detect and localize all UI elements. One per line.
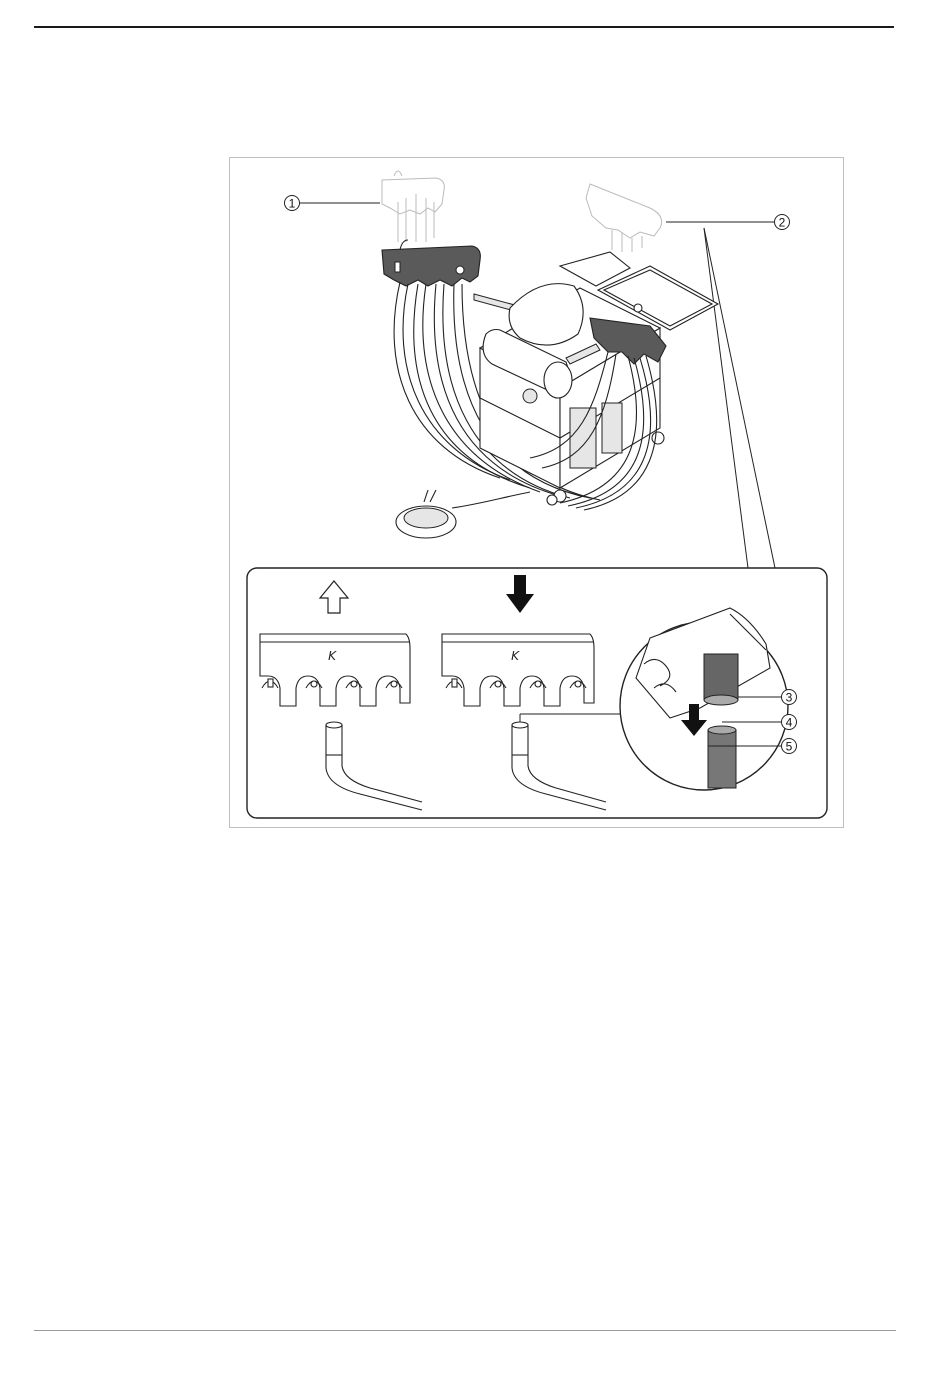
faded-holder-left <box>382 171 444 242</box>
callout-4-label: 4 <box>786 716 793 730</box>
callout-2-label: 2 <box>779 216 786 230</box>
svg-text:K: K <box>328 649 337 663</box>
header-rule <box>34 26 894 28</box>
callout-5-label: 5 <box>786 740 793 754</box>
illustration-svg: .ln { stroke: #222; stroke-width: 1.1; f… <box>230 158 845 829</box>
footer-rule <box>34 1330 896 1331</box>
callout-3-label: 3 <box>786 691 793 705</box>
callout-1: 1 <box>285 196 381 211</box>
callout-1-label: 1 <box>289 197 296 211</box>
equipment-illustration: .ln { stroke: #222; stroke-width: 1.1; f… <box>229 157 844 828</box>
faded-holder-right <box>586 184 662 252</box>
callout-2: 2 <box>666 215 790 230</box>
svg-text:K: K <box>511 649 520 663</box>
foot-control <box>396 490 530 538</box>
dark-holder-left <box>382 240 480 286</box>
